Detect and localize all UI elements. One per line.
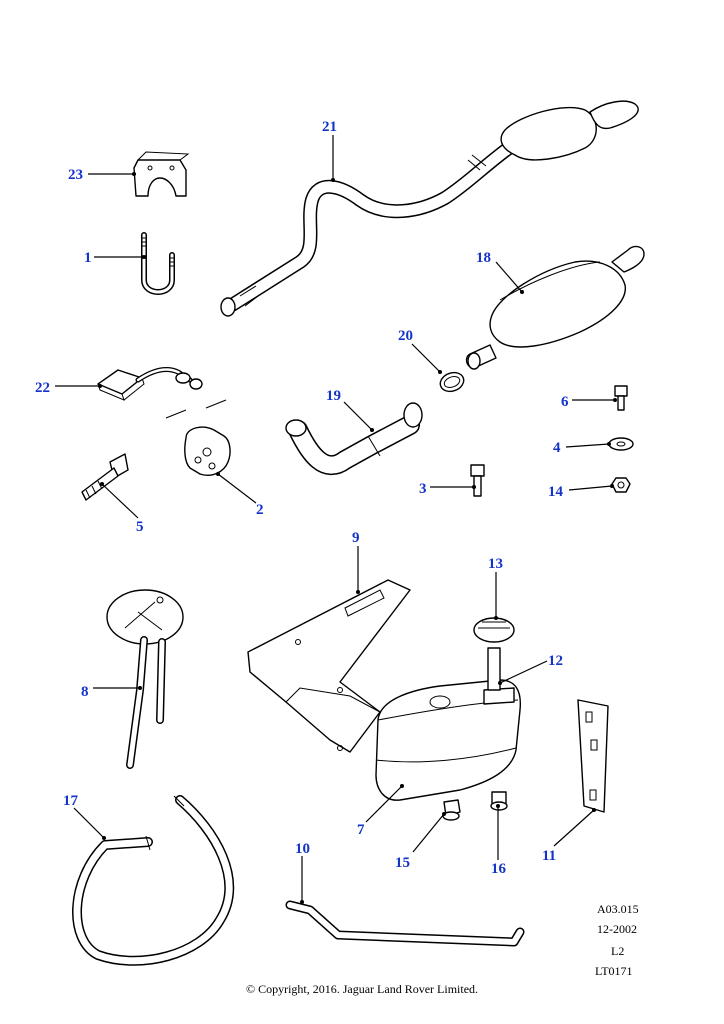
callout-3[interactable]: 3: [419, 481, 427, 497]
u-bolt-part-1[interactable]: [141, 232, 175, 295]
bolt-part-5[interactable]: [81, 453, 129, 501]
filler-neck-part-12[interactable]: [487, 647, 501, 691]
bracket-part-23[interactable]: [133, 151, 190, 197]
callout-1[interactable]: 1: [84, 250, 92, 266]
filler-cap-part-13[interactable]: [473, 617, 515, 643]
callout-20[interactable]: 20: [398, 328, 413, 344]
nut-part-14[interactable]: [611, 477, 631, 493]
bolt-part-3[interactable]: [470, 464, 485, 497]
callout-4[interactable]: 4: [553, 440, 561, 456]
clamp-ring-part-20[interactable]: [438, 369, 467, 394]
rubber-mount-part-2[interactable]: [184, 426, 231, 476]
front-silencer-part-18[interactable]: [465, 245, 645, 370]
washer-part-4[interactable]: [608, 437, 634, 451]
leader-lines: [55, 135, 617, 904]
callout-15[interactable]: 15: [395, 855, 410, 871]
callout-7[interactable]: 7: [357, 822, 365, 838]
callout-10[interactable]: 10: [295, 841, 310, 857]
callout-21[interactable]: 21: [322, 119, 337, 135]
callout-16[interactable]: 16: [491, 861, 507, 877]
callout-11[interactable]: 11: [542, 848, 556, 864]
hose-connector-part-15[interactable]: [442, 799, 461, 821]
front-pipe-part-19[interactable]: [285, 402, 423, 476]
exhaust-pipe-part-21[interactable]: [220, 100, 639, 317]
hose-part-17[interactable]: [72, 795, 235, 966]
expansion-tank-part-7[interactable]: [375, 679, 522, 801]
level-code: L2: [611, 944, 625, 958]
callout-5[interactable]: 5: [136, 519, 144, 535]
callout-9[interactable]: 9: [352, 530, 360, 546]
callout-14[interactable]: 14: [548, 484, 564, 500]
callout-labels: 1 2 3 4 5 6 7 8 9 10 11 12 13 14 15 16 1…: [35, 119, 569, 877]
callout-13[interactable]: 13: [488, 556, 503, 572]
callout-22[interactable]: 22: [35, 380, 50, 396]
illustration-code: LT0171: [595, 964, 633, 978]
pipe-part-10[interactable]: [285, 900, 525, 947]
callout-17[interactable]: 17: [63, 793, 79, 809]
bracket-strip-part-11[interactable]: [577, 699, 609, 813]
callout-8[interactable]: 8: [81, 684, 89, 700]
callout-2[interactable]: 2: [256, 502, 264, 518]
callout-23[interactable]: 23: [68, 167, 83, 183]
reference-code: A03.015: [597, 902, 639, 916]
bolt-part-6[interactable]: [614, 385, 628, 411]
hanger-bracket-part-22[interactable]: [97, 367, 227, 419]
callout-18[interactable]: 18: [476, 250, 491, 266]
mounting-bracket-part-9[interactable]: [247, 579, 411, 753]
callout-6[interactable]: 6: [561, 394, 569, 410]
fuel-sender-part-8[interactable]: [106, 589, 184, 769]
copyright-notice: © Copyright, 2016. Jaguar Land Rover Lim…: [245, 982, 479, 996]
callout-19[interactable]: 19: [326, 388, 341, 404]
callout-12[interactable]: 12: [548, 653, 563, 669]
issue-date: 12-2002: [597, 922, 637, 936]
